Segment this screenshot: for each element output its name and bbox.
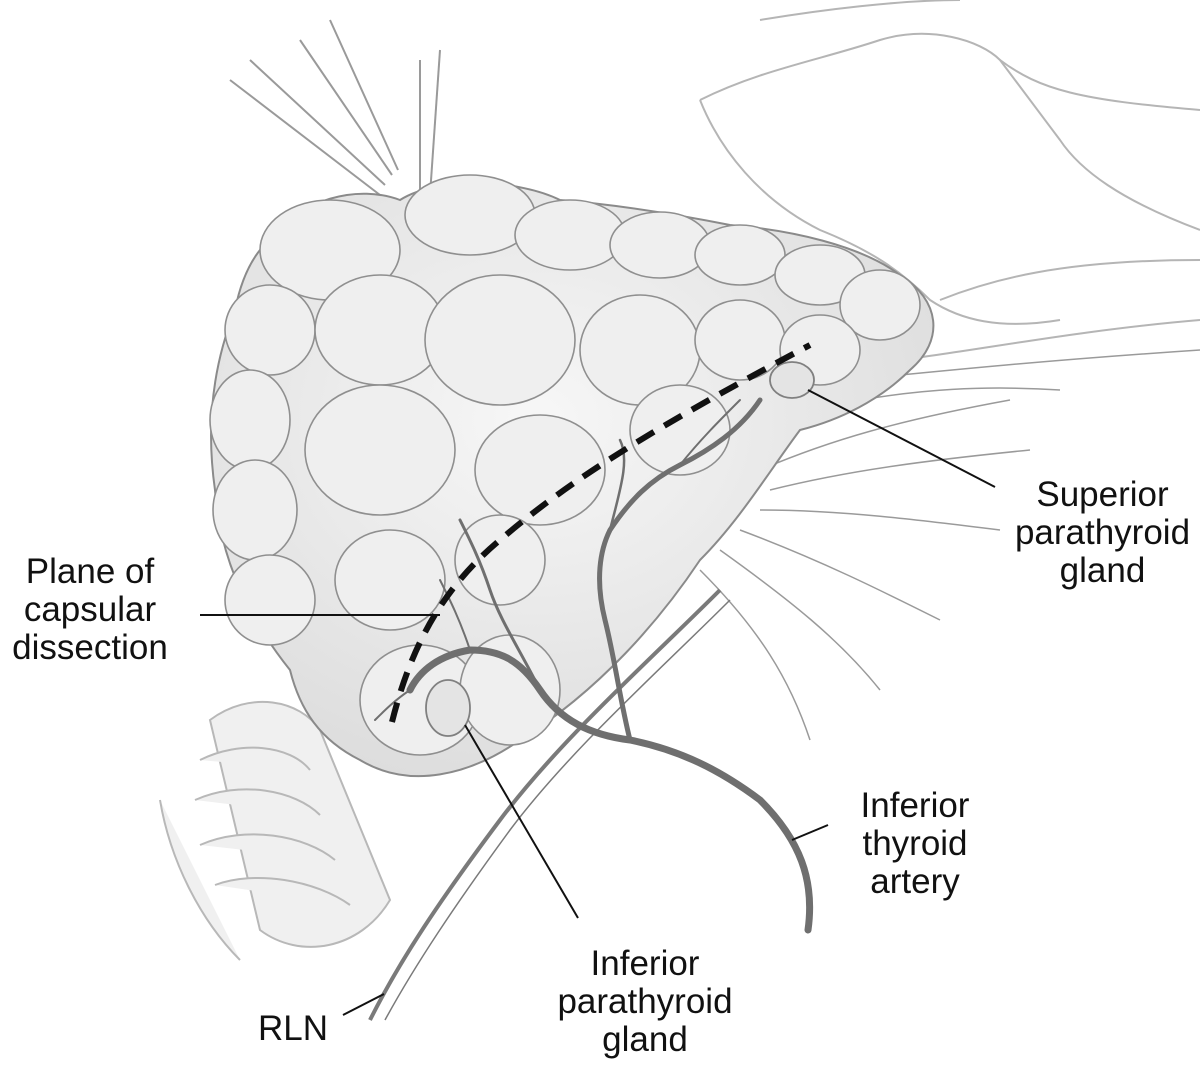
leader-inferior-thyroid-artery: [791, 824, 829, 841]
label-plane-of-capsular-dissection: Plane of capsular dissection: [12, 552, 168, 667]
superior-parathyroid-gland: [769, 361, 815, 399]
thyroid-lobules: [209, 174, 921, 756]
leader-rln: [342, 993, 385, 1016]
connective-tissue: [699, 349, 1200, 741]
retractor-drape: [699, 0, 1200, 361]
leader-superior-parathyroid: [807, 389, 996, 488]
inferior-parathyroid-gland: [425, 679, 471, 737]
trachea: [159, 700, 392, 961]
label-inferior-parathyroid-gland: Inferior parathyroid gland: [557, 944, 733, 1059]
label-rln: RLN: [257, 1009, 329, 1048]
label-inferior-thyroid-artery: Inferior thyroid artery: [860, 786, 970, 901]
leader-lines: [200, 389, 996, 1016]
label-superior-parathyroid-gland: Superior parathyroid gland: [1014, 475, 1191, 590]
recurrent-laryngeal-nerve: [368, 588, 731, 1021]
dissection-plane-dashed-line: [389, 342, 812, 723]
retractor-strings: [229, 19, 441, 196]
inferior-thyroid-artery: [374, 397, 814, 934]
leader-inferior-parathyroid: [464, 724, 579, 919]
